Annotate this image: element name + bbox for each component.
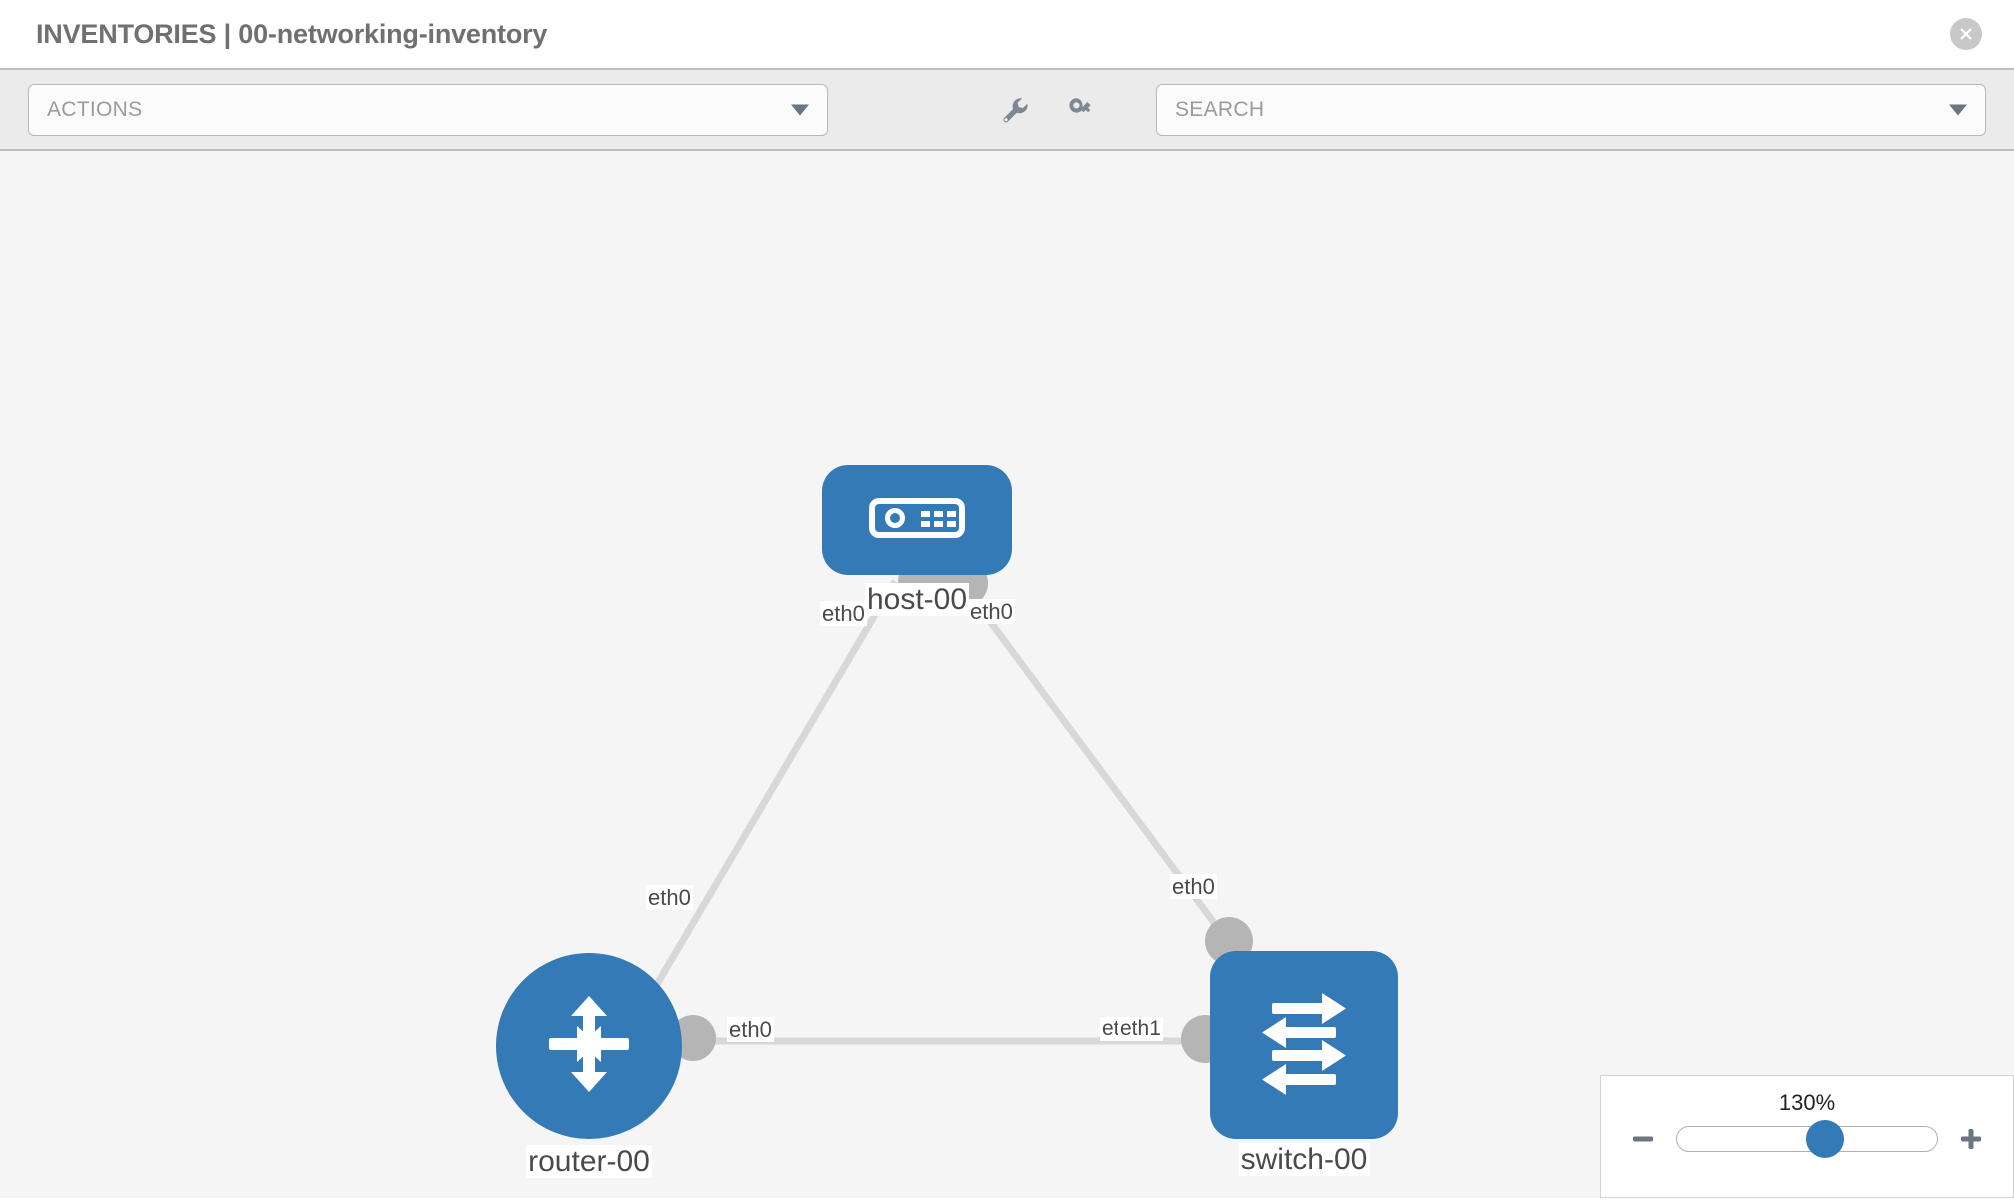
actions-dropdown[interactable]: ACTIONS (28, 83, 828, 136)
switch-node-shape (1210, 951, 1398, 1139)
toolbar-icon-group (998, 93, 1098, 127)
close-icon (1956, 24, 1976, 44)
search-input-placeholder: SEARCH (1175, 97, 1265, 121)
interface-label-host-left: eth0 (820, 601, 867, 627)
server-icon (869, 496, 965, 545)
zoom-control-panel: 130% (1600, 1075, 2014, 1198)
wrench-icon[interactable] (998, 93, 1032, 127)
interface-label-switch-upper: eth0 (1170, 874, 1217, 900)
zoom-slider-thumb[interactable] (1806, 1120, 1845, 1158)
zoom-in-button[interactable] (1956, 1124, 1986, 1154)
toolbar: ACTIONS SEARCH (0, 68, 2014, 151)
router-arrows-icon (527, 982, 651, 1111)
zoom-slider-track[interactable] (1676, 1120, 1938, 1158)
topology-edges (636, 578, 1238, 1045)
chevron-down-icon (791, 104, 809, 115)
node-switch-00[interactable]: switch-00 (1210, 951, 1398, 1176)
interface-label-switch-left: eth1 (1118, 1017, 1163, 1042)
actions-dropdown-label: ACTIONS (47, 97, 143, 121)
chevron-down-icon (1949, 104, 1967, 115)
node-host-00[interactable]: host-00 (822, 465, 1012, 616)
node-label-host-00: host-00 (864, 583, 970, 616)
node-label-router-00: router-00 (526, 1145, 652, 1178)
interface-label-router-right: eth0 (727, 1017, 774, 1043)
plus-icon (1958, 1126, 1984, 1152)
node-label-switch-00: switch-00 (1238, 1143, 1370, 1176)
zoom-level-value: 130% (1778, 1090, 1836, 1115)
zoom-slider-row (1601, 1120, 2013, 1158)
edge-host-router (636, 579, 899, 1015)
interface-label-router-upper: eth0 (646, 885, 693, 911)
interface-label-host-right: eth0 (968, 599, 1015, 625)
node-router-00[interactable]: router-00 (496, 953, 682, 1178)
topology-canvas[interactable]: host-00 (0, 151, 2014, 1198)
host-node-shape (822, 465, 1012, 575)
page-title: INVENTORIES | 00-networking-inventory (36, 18, 548, 49)
switch-arrows-icon (1242, 981, 1366, 1110)
router-node-shape (496, 953, 682, 1139)
page-header: INVENTORIES | 00-networking-inventory (0, 0, 2014, 68)
zoom-out-button[interactable] (1628, 1124, 1658, 1154)
close-button[interactable] (1950, 18, 1982, 50)
key-icon[interactable] (1064, 93, 1098, 127)
search-dropdown[interactable]: SEARCH (1156, 83, 1986, 136)
minus-icon (1630, 1126, 1656, 1152)
